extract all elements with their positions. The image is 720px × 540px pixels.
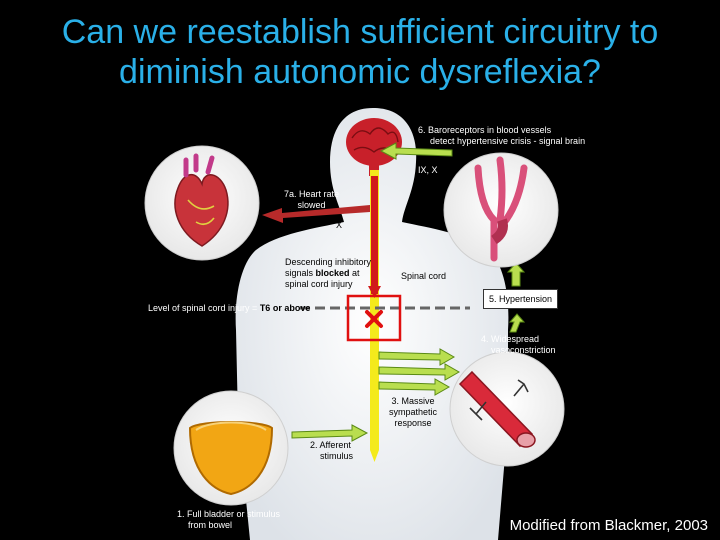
heart-image	[144, 145, 260, 261]
label-sympathetic: 3. Massive sympathetic response	[389, 396, 437, 429]
label-vasoconstriction-line1: 4. Widespread	[481, 334, 540, 344]
descending-signal-arrow	[371, 176, 378, 294]
label-vasoconstriction: 4. Widespread vasoconstriction	[481, 334, 556, 356]
spinal-cord	[370, 170, 379, 450]
label-heart-rate: 7a. Heart rate slowed	[284, 189, 339, 211]
baroreceptor-arrow	[379, 142, 453, 160]
label-x: X	[336, 220, 343, 230]
label-heart-rate-line2: slowed	[297, 200, 326, 210]
hypertension-arrow	[506, 262, 526, 287]
label-afferent: 2. Afferent stimulus	[310, 440, 353, 462]
title-line-1: Can we reestablish sufficient circuitry …	[61, 13, 659, 51]
label-descending-line1: Descending inhibitory	[285, 257, 372, 267]
heart-rate-arrow	[262, 205, 370, 223]
slide-title: Can we reestablish sufficient circuitry …	[0, 12, 720, 92]
afferent-arrow	[291, 424, 369, 442]
label-descending: Descending inhibitory signals blocked at…	[285, 257, 371, 290]
blood-vessel-image	[443, 152, 559, 268]
label-ix-x: IX, X	[418, 165, 438, 175]
title-line-2: diminish autonomic dysreflexia?	[119, 53, 601, 91]
label-heart-rate-line1: 7a. Heart rate	[284, 189, 340, 199]
label-bladder-line1: 1. Full bladder or stimulus	[177, 509, 281, 519]
label-sympathetic-line1: 3. Massive	[391, 396, 435, 406]
sympathetic-arrows	[378, 348, 461, 396]
constricted-vessel-image	[449, 351, 565, 467]
label-descending-signals: signals	[285, 268, 316, 278]
bladder-image	[173, 390, 289, 506]
label-injury-level-text: Level of spinal cord injury =	[148, 303, 260, 313]
label-sympathetic-line2: sympathetic	[389, 407, 438, 417]
label-hypertension: 5. Hypertension	[483, 289, 558, 309]
label-descending-at: at	[349, 268, 360, 278]
label-injury-level-value: T6 or above	[259, 303, 311, 313]
label-injury-level: Level of spinal cord injury = T6 or abov…	[148, 303, 310, 314]
label-spinal-cord: Spinal cord	[401, 271, 447, 281]
label-bladder: 1. Full bladder or stimulus from bowel	[177, 509, 280, 531]
injury-x-icon	[365, 310, 383, 328]
vasoconstriction-arrow	[508, 313, 526, 333]
label-descending-line3: spinal cord injury	[285, 279, 353, 289]
label-bladder-line2: from bowel	[188, 520, 233, 530]
label-baroreceptors-line2: detect hypertensive crisis - signal brai…	[430, 136, 586, 146]
label-baroreceptors: 6. Baroreceptors in blood vessels detect…	[418, 125, 585, 147]
label-afferent-line1: 2. Afferent	[310, 440, 351, 450]
label-descending-blocked: blocked	[315, 268, 350, 278]
label-sympathetic-line3: response	[394, 418, 432, 428]
injury-box	[346, 294, 402, 342]
label-vasoconstriction-line2: vasoconstriction	[491, 345, 556, 355]
label-afferent-line2: stimulus	[320, 451, 354, 461]
label-baroreceptors-line1: 6. Baroreceptors in blood vessels	[418, 125, 552, 135]
slide-credit: Modified from Blackmer, 2003	[509, 517, 708, 534]
label-descending-line2: signals blocked at	[285, 268, 371, 279]
